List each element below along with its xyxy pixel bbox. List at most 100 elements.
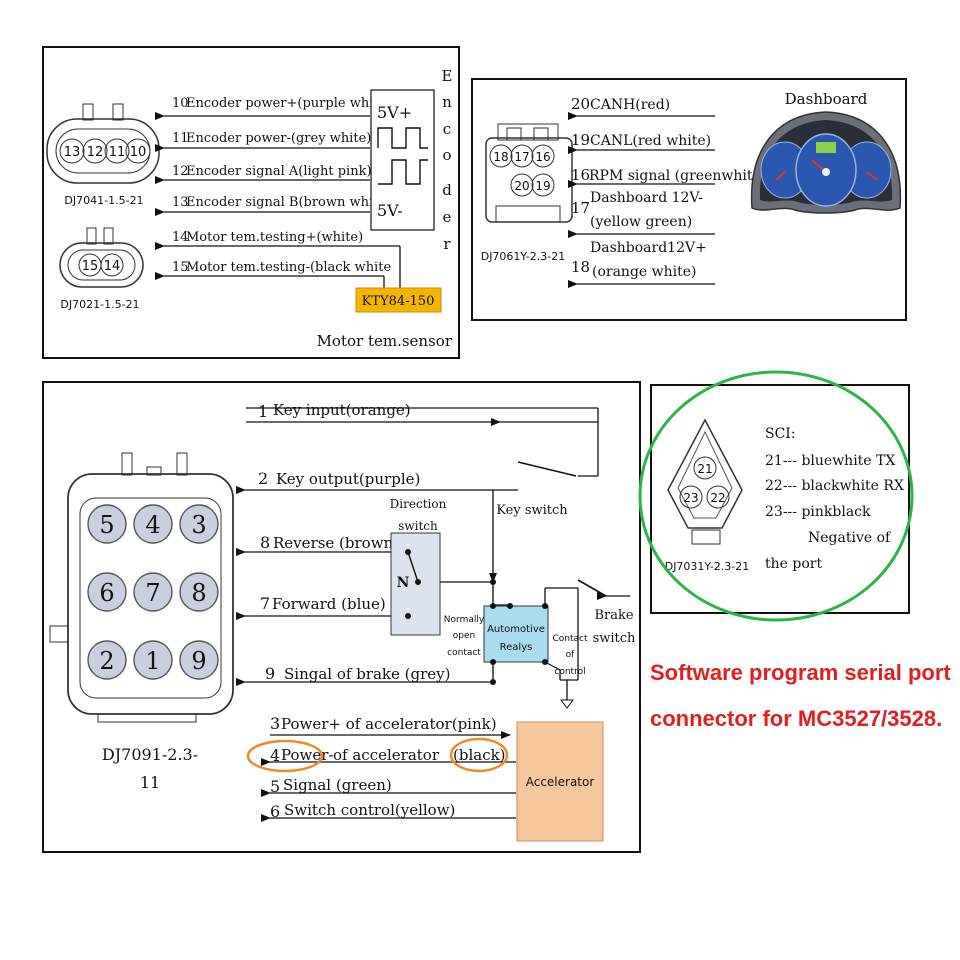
- pin-12: 12: [87, 145, 104, 160]
- pin-5: 5: [99, 511, 114, 539]
- wire-8-num: 8: [260, 533, 270, 552]
- wire-16-num: 16: [571, 166, 590, 184]
- sci-title: SCI:: [765, 426, 796, 442]
- wire-5-num: 5: [270, 777, 280, 796]
- pin-3: 3: [191, 511, 206, 539]
- encoder-letter-r: r: [443, 235, 451, 253]
- contact-of-control-2: of: [566, 650, 576, 660]
- main-wire-labels: 1 Key input(orange) 2 Key output(purple)…: [258, 401, 506, 821]
- wire-15-num: 15: [172, 260, 189, 275]
- dashboard-wires: 20 CANH(red) 19 CANL(red white) 16 RPM s…: [568, 95, 766, 288]
- connector-dj7031y-label: DJ7031Y-2.3-21: [665, 560, 750, 573]
- wire-12-num: 12: [172, 164, 189, 179]
- connector-dj7091-label-1: DJ7091-2.3-: [102, 745, 198, 764]
- wire-13-label: Encoder signal B(brown white: [186, 195, 386, 210]
- wire-5-label: Signal (green): [283, 776, 392, 794]
- encoder-5v-minus: 5V-: [377, 201, 403, 220]
- pin-8: 8: [191, 579, 206, 607]
- wire-10-label: Encoder power+(purple white): [186, 96, 391, 111]
- wire-6-label: Switch control(yellow): [284, 801, 455, 819]
- note-line-1: Software program serial port: [650, 660, 951, 685]
- square-wave-b: [378, 159, 428, 185]
- connector-dj7061y-label: DJ7061Y-2.3-21: [481, 250, 566, 263]
- wire-19-label: CANL(red white): [590, 133, 711, 149]
- pin-2: 2: [99, 647, 114, 675]
- sci-line-negative: Negative of: [808, 530, 892, 546]
- accelerator-box: [516, 721, 604, 842]
- encoder-letter-c: c: [443, 120, 451, 138]
- wire-15-label: Motor tem.testing-(black white: [186, 260, 391, 275]
- pin-10: 10: [130, 145, 147, 160]
- relay-label-2: Realys: [500, 642, 533, 653]
- pin-23: 23: [683, 491, 698, 505]
- normally-open-2: open: [453, 631, 475, 641]
- wire-13-num: 13: [172, 195, 189, 210]
- wire-17-label-2: (yellow green): [590, 214, 692, 230]
- highlight-black: [449, 737, 509, 773]
- wire-18-num: 18: [571, 258, 590, 276]
- encoder-vertical-label: E n c o d e r: [442, 67, 453, 253]
- wire-9-label: Singal of brake (grey): [284, 665, 450, 683]
- kty-sensor-box: [355, 287, 442, 313]
- wire-20-label: CANH(red): [590, 97, 670, 113]
- direction-switch-title-1: Direction: [390, 497, 447, 511]
- wire-20-num: 20: [571, 95, 590, 113]
- note-line-2: connector for MC3527/3528.: [650, 706, 942, 731]
- wire-4-label: Power-: [281, 746, 333, 764]
- connector-dj7021-label: DJ7021-1.5-21: [60, 298, 139, 311]
- connector-dj7041: 13 12 11 10 DJ7041-1.5-21: [46, 103, 160, 207]
- normally-open-3: contact: [447, 648, 481, 658]
- square-wave-a: [377, 127, 428, 149]
- wire-11-num: 11: [172, 131, 189, 146]
- pin-18: 18: [493, 150, 508, 164]
- brake-switch-label-2: switch: [593, 631, 636, 646]
- wire-17-num: 17: [571, 199, 590, 217]
- wire-12-label: Encoder signal A(light pink): [186, 164, 372, 179]
- pin-20: 20: [514, 179, 529, 193]
- pin-9: 9: [191, 647, 206, 675]
- encoder-block: 5V+ 5V-: [370, 89, 435, 231]
- wire-8-label: Reverse (brown): [273, 534, 399, 552]
- sci-line-23: 23--- pinkblack: [765, 504, 871, 520]
- accelerator-label: Accelerator: [526, 775, 595, 789]
- pin-16: 16: [535, 150, 550, 164]
- wire-14-label: Motor tem.testing+(white): [186, 230, 363, 245]
- encoder-panel: 13 12 11 10 DJ7041-1.5-21 15 14 DJ7021-1…: [42, 46, 460, 359]
- wire-7-num: 7: [260, 594, 270, 613]
- pin-11: 11: [109, 145, 126, 160]
- encoder-letter-e2: e: [443, 208, 452, 226]
- pin-14: 14: [104, 259, 121, 274]
- pin-7: 7: [145, 579, 160, 607]
- sci-line-port: the port: [765, 556, 822, 572]
- encoder-letter-n: n: [442, 93, 452, 111]
- wire-6-num: 6: [270, 802, 280, 821]
- motor-temp-sensor-caption: Motor tem.sensor: [317, 332, 453, 350]
- dashboard-gauge-icon: [750, 111, 902, 214]
- relay-label-1: Automotive: [487, 624, 545, 635]
- wire-17-label: Dashboard 12V-: [590, 190, 703, 206]
- encoder-letter-d: d: [442, 181, 452, 199]
- sci-line-21: 21--- bluewhite TX: [765, 453, 895, 469]
- direction-switch-n: N: [397, 575, 410, 591]
- direction-switch-title-2: switch: [398, 519, 438, 533]
- wire-4-num: 4: [270, 746, 280, 765]
- connector-dj7031y: 21 23 22 DJ7031Y-2.3-21: [665, 418, 750, 573]
- connector-dj7021: 15 14 DJ7021-1.5-21: [59, 227, 144, 311]
- encoder-wires: 10 Encoder power+(purple white) 11 Encod…: [155, 96, 401, 288]
- wire-10-num: 10: [172, 96, 189, 111]
- wire-19-num: 19: [571, 131, 590, 149]
- main-panel: 5 4 3 6 7 8 2 1 9 DJ7091-2.3- 11: [42, 381, 641, 853]
- wire-16-label: RPM signal (greenwhite): [589, 168, 766, 184]
- connector-dj7041-label: DJ7041-1.5-21: [64, 194, 143, 207]
- brake-switch-label-1: Brake: [594, 608, 633, 623]
- pin-21: 21: [697, 462, 712, 476]
- direction-switch-lever: [407, 551, 419, 583]
- sci-highlight-circle: [638, 370, 914, 622]
- encoder-letter-o: o: [442, 146, 451, 164]
- connector-dj7061y: 18 17 16 20 19 DJ7061Y-2.3-21: [481, 123, 573, 263]
- encoder-5v-plus: 5V+: [377, 103, 412, 122]
- wire-3-label: Power+ of accelerator(pink): [281, 715, 497, 733]
- direction-switch-contacts: [405, 549, 496, 685]
- dashboard-title: Dashboard: [785, 90, 868, 108]
